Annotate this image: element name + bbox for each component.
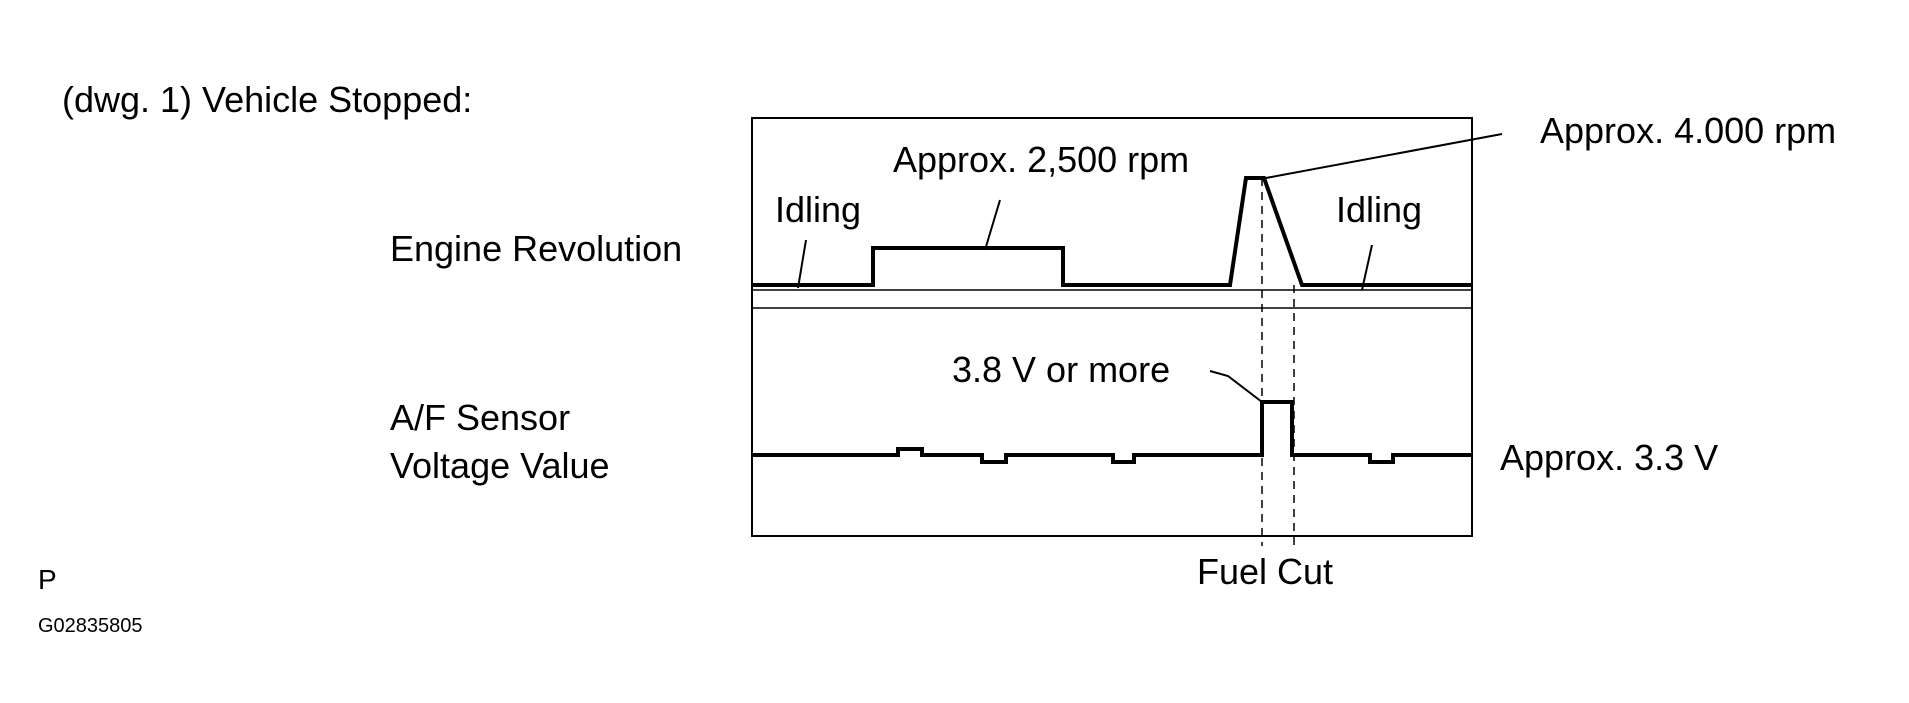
volt-normal-label: Approx. 3.3 V xyxy=(1500,437,1718,478)
volt-high-label: 3.8 V or more xyxy=(952,349,1170,390)
engine-revolution-trace xyxy=(752,176,1472,287)
code-letter: P xyxy=(38,564,57,595)
rpm-4000-label: Approx. 4.000 rpm xyxy=(1540,110,1836,151)
idling-right-label: Idling xyxy=(1336,189,1422,230)
voltage-value-label: Voltage Value xyxy=(390,445,610,486)
rpm-2500-label: Approx. 2,500 rpm xyxy=(893,139,1189,180)
idling-left-label: Idling xyxy=(775,189,861,230)
af-sensor-trace xyxy=(752,400,1472,464)
diagram-frame xyxy=(751,117,1473,537)
leader-idling-left xyxy=(797,239,807,289)
leader-rpm-4000 xyxy=(1265,133,1503,179)
leader-idling-right xyxy=(1361,244,1373,291)
figure-title: (dwg. 1) Vehicle Stopped: xyxy=(62,79,473,120)
fuel-cut-label: Fuel Cut xyxy=(1197,551,1333,592)
leader-rpm-2500 xyxy=(984,199,1001,251)
engine-revolution-label: Engine Revolution xyxy=(390,228,683,269)
leader-volt-high xyxy=(1209,370,1263,403)
drawing-id: G02835805 xyxy=(38,615,143,637)
af-sensor-label: A/F Sensor xyxy=(390,397,571,438)
